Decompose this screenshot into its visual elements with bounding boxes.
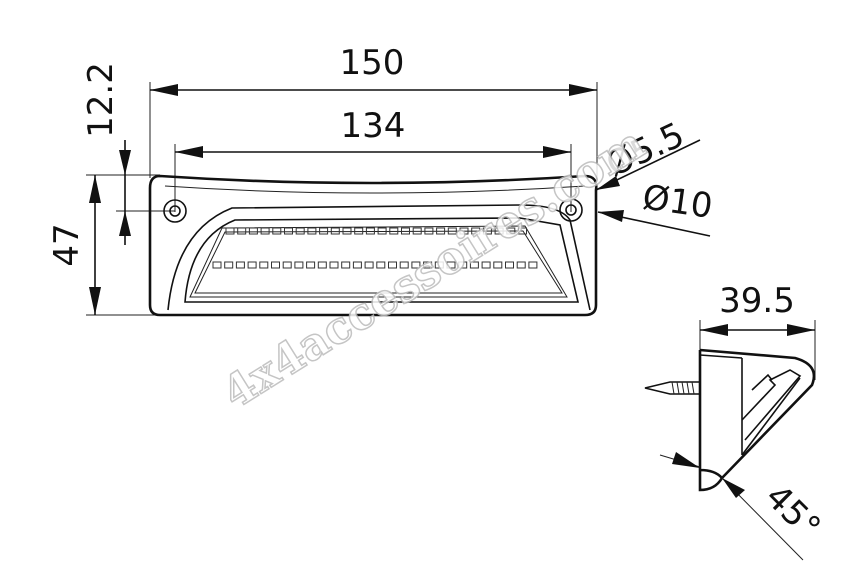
mounting-hole-left <box>163 199 187 223</box>
led-cell <box>434 261 444 269</box>
led-cell <box>377 227 387 235</box>
dimension-label-d10: Ø10 <box>640 177 715 226</box>
led-cell <box>399 261 409 269</box>
led-cell <box>319 227 329 235</box>
led-cell <box>237 227 247 235</box>
led-cell <box>423 261 433 269</box>
led-cell <box>306 261 316 269</box>
dimension-label-134: 134 <box>341 106 406 146</box>
led-cell <box>376 261 386 269</box>
led-cell <box>248 227 258 235</box>
led-cell <box>364 261 374 269</box>
led-cell <box>247 261 257 269</box>
dimension-label-47: 47 <box>47 223 87 266</box>
dimension-boss-diameter: Ø10 <box>597 177 715 237</box>
led-cell <box>330 227 340 235</box>
led-cell <box>365 227 375 235</box>
mounting-hole-right <box>559 198 583 222</box>
led-cell <box>481 261 491 269</box>
led-cell <box>516 261 526 269</box>
led-cell <box>458 261 468 269</box>
led-cell <box>341 261 351 269</box>
watermark: 4x4accessoires.com <box>214 118 654 419</box>
led-cell <box>471 227 481 235</box>
led-rows <box>212 227 538 269</box>
led-cell <box>459 227 469 235</box>
led-cell <box>494 227 504 235</box>
led-cell <box>282 261 292 269</box>
led-cell <box>388 261 397 269</box>
dimension-hole-spacing: 134 <box>175 106 571 158</box>
led-cell <box>518 227 527 235</box>
led-cell <box>447 227 457 235</box>
dimension-angle: 45° <box>659 452 828 561</box>
led-cell <box>493 261 503 269</box>
led-cell <box>271 261 280 269</box>
led-cell <box>352 261 362 269</box>
led-cell <box>294 261 304 269</box>
led-cell <box>401 227 410 235</box>
led-cell <box>317 261 327 269</box>
lamp-body-side <box>698 348 816 492</box>
led-cell <box>446 261 456 269</box>
led-cell <box>482 227 492 235</box>
led-cell <box>469 261 479 269</box>
led-cell <box>412 227 422 235</box>
led-cell <box>260 227 270 235</box>
led-cell <box>295 227 305 235</box>
led-cell <box>354 227 364 235</box>
led-cell <box>389 227 399 235</box>
side-view: 39.5 45° <box>644 281 828 561</box>
led-cell <box>235 261 245 269</box>
led-cell <box>329 261 339 269</box>
led-cell <box>424 227 434 235</box>
led-cell <box>307 227 317 235</box>
dimension-label-45-deg: 45° <box>757 477 828 548</box>
led-cell <box>212 261 222 269</box>
led-cell <box>505 261 514 269</box>
led-cell <box>225 227 235 235</box>
led-cell <box>224 261 234 269</box>
dimension-label-39-5: 39.5 <box>719 281 795 321</box>
screw <box>644 381 701 395</box>
led-cell <box>272 227 282 235</box>
dimension-height: 47 <box>47 175 101 315</box>
led-cell <box>528 261 538 269</box>
led-cell <box>411 261 421 269</box>
led-cell <box>342 227 352 235</box>
dimension-depth: 39.5 <box>700 281 815 336</box>
led-cell <box>436 227 446 235</box>
dimension-label-12-2: 12.2 <box>81 62 121 138</box>
dimension-label-150: 150 <box>340 43 405 83</box>
led-cell <box>259 261 269 269</box>
dimension-hole-offset: 12.2 <box>81 62 131 245</box>
dimension-overall-width: 150 <box>150 43 597 96</box>
led-cell <box>506 227 516 235</box>
led-cell <box>284 227 293 235</box>
